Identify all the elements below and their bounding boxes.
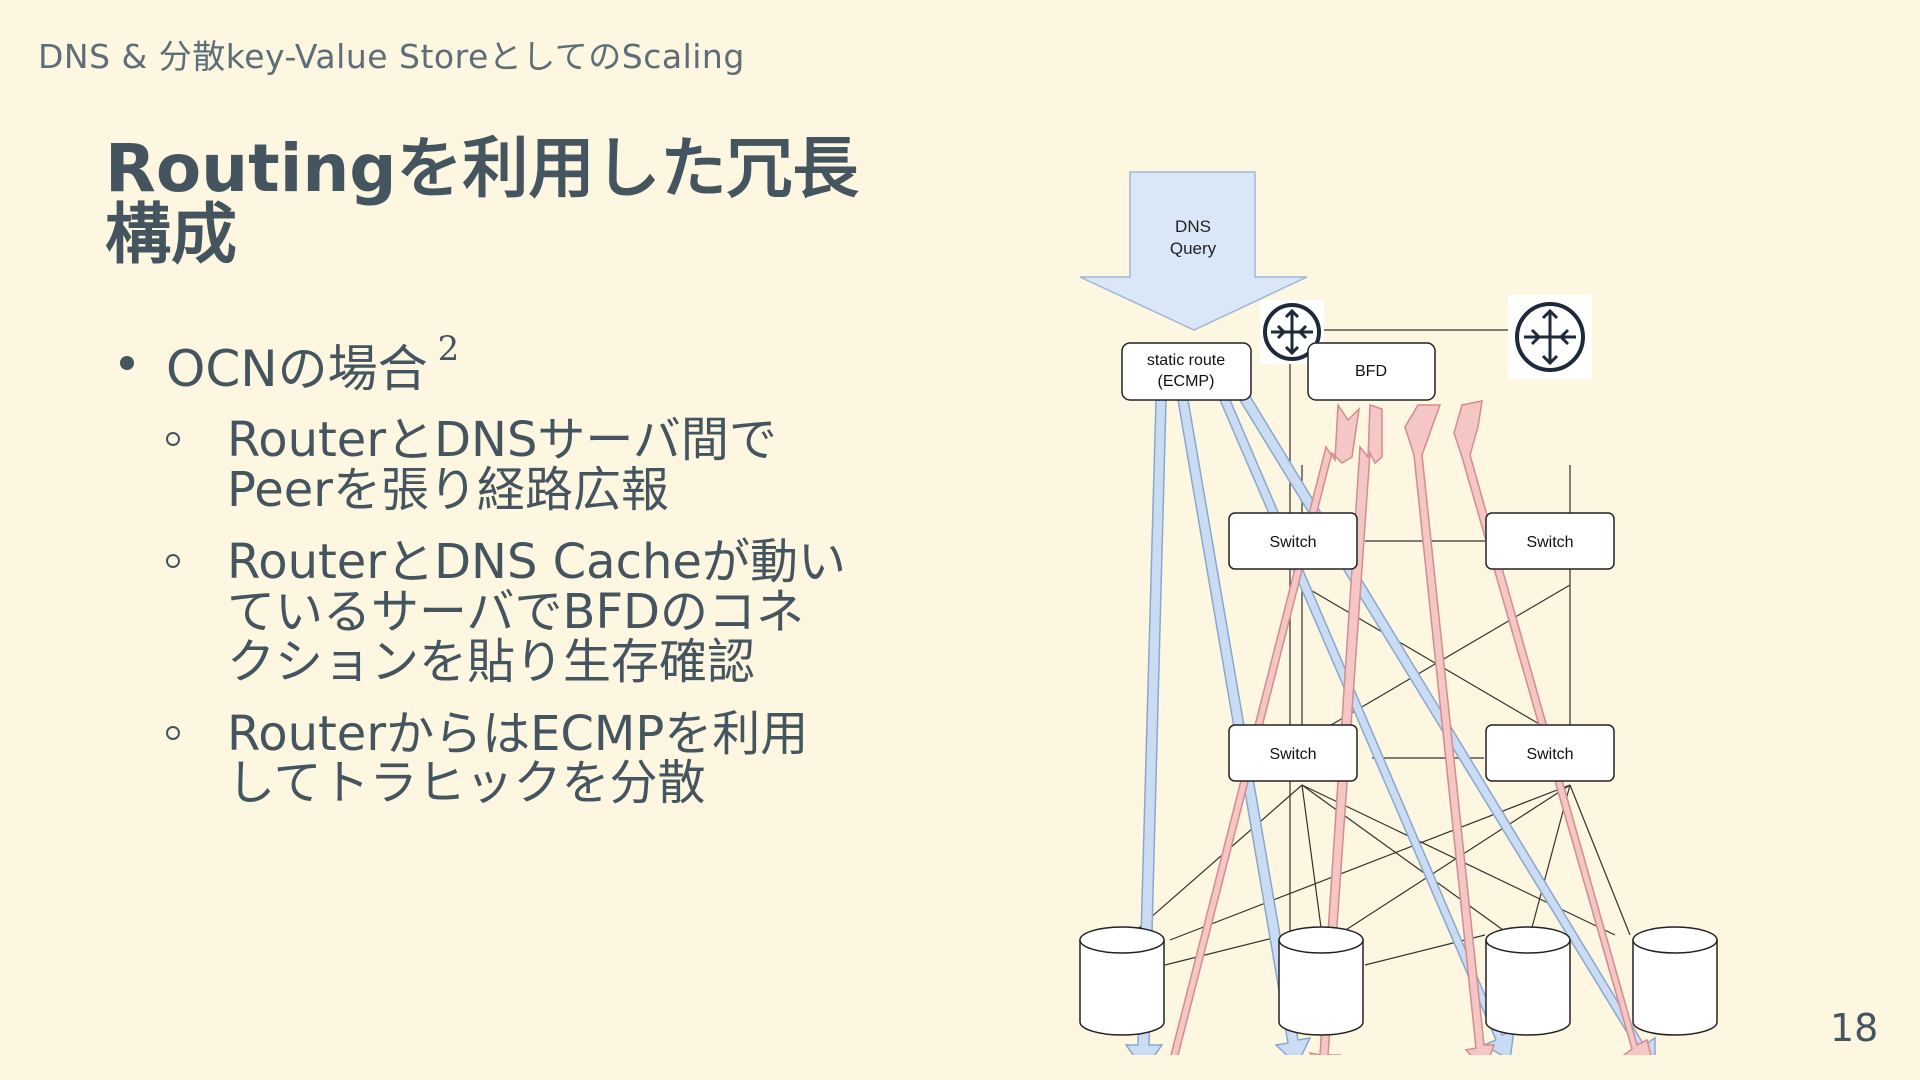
sub-bullet-line: RouterからはECMPを利用 [227, 705, 809, 762]
title-line-2: 構成 [105, 196, 237, 273]
switch-box-top-left [1228, 512, 1358, 570]
title-line-1: Routingを利用した冗長 [105, 130, 859, 207]
slide-header: DNS & 分散key-Value StoreとしてのScaling [38, 37, 745, 76]
footnote-link[interactable]: 2 [437, 329, 460, 369]
sub-bullet-line: RouterとDNSサーバ間で [227, 412, 777, 468]
sub-bullet-item: RouterとDNSサーバ間で Peerを張り経路広報 [166, 412, 927, 518]
server-cylinders [1079, 926, 1718, 1036]
sub-bullet-item: RouterからはECMPを利用 してトラヒックを分散 [166, 705, 927, 812]
dns-query-arrow [1079, 171, 1308, 331]
sub-bullet-line: クションを貼り生存確認 [227, 633, 756, 690]
switch-label: Switch [1269, 534, 1316, 551]
sub-bullet-line: Peerを張り経路広報 [227, 461, 670, 518]
page-number: 18 [1830, 1006, 1879, 1050]
switch-box-top-right [1485, 512, 1615, 570]
bullet-dot-icon [120, 356, 134, 370]
static-route-label-line-2: (ECMP) [1158, 373, 1215, 390]
database-icon [1632, 926, 1718, 1036]
sub-bullet-line: RouterとDNS Cacheが動い [227, 533, 846, 590]
sub-bullet-line: してトラヒックを分散 [227, 755, 706, 812]
bfd-label: BFD [1355, 363, 1387, 380]
network-diagram: DNS Query [1070, 165, 1750, 1055]
database-icon [1079, 926, 1165, 1036]
dns-query-label-line-1: DNS [1175, 217, 1211, 236]
dns-query-label-line-2: Query [1170, 239, 1217, 258]
bfd-box [1307, 342, 1436, 401]
router-icon [1508, 295, 1592, 379]
slide-title: Routingを利用した冗長 構成 [105, 136, 925, 268]
switch-label: Switch [1526, 534, 1573, 551]
database-icon [1278, 926, 1364, 1036]
sub-bullet-list: RouterとDNSサーバ間で Peerを張り経路広報 RouterとDNS C… [166, 412, 940, 812]
bullet-ring-icon [166, 432, 180, 446]
bullet-text: OCNの場合 [166, 340, 428, 398]
bullet-ring-icon [166, 553, 180, 568]
database-icon [1485, 926, 1571, 1036]
switch-box-bottom-left [1228, 724, 1358, 782]
switch-label: Switch [1269, 746, 1316, 763]
static-route-label-line-1: static route [1147, 352, 1225, 369]
network-links [1124, 329, 1631, 1055]
sub-bullet-line: ているサーバでBFDのコネ [227, 583, 805, 640]
bullet-ring-icon [166, 725, 180, 740]
sub-bullet-item: RouterとDNS Cacheが動い ているサーバでBFDのコネ クションを貼… [166, 533, 927, 690]
switch-label: Switch [1526, 746, 1573, 763]
switch-box-bottom-right [1485, 724, 1615, 782]
static-route-box [1121, 342, 1252, 401]
